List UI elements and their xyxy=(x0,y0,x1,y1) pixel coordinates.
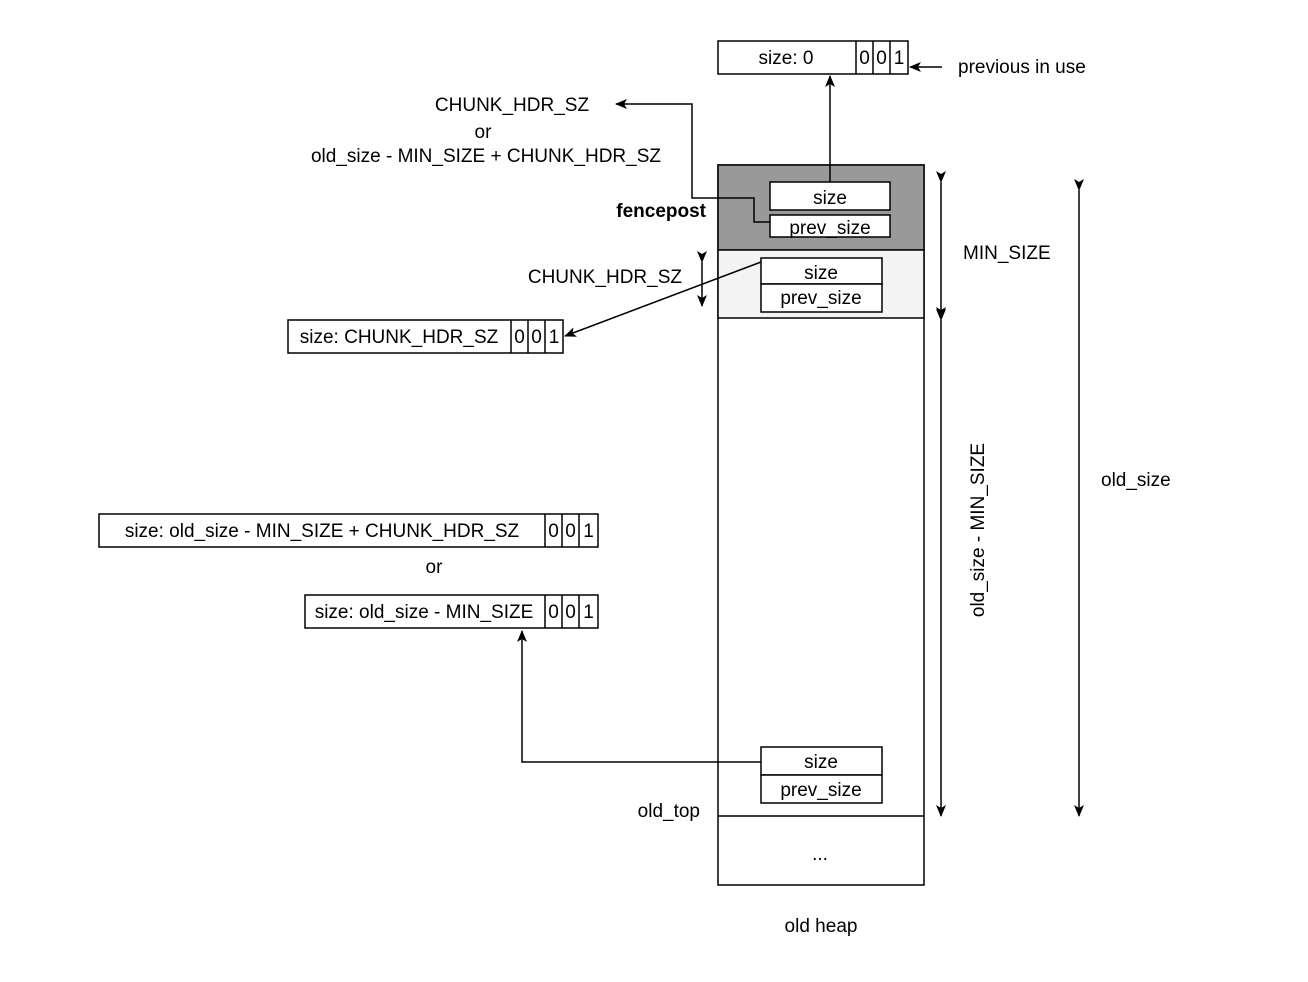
second-chunk-prev-size-text: prev_size xyxy=(780,288,861,309)
left-box-a-bit-1: 0 xyxy=(565,521,576,542)
hdr-size-box: size: CHUNK_HDR_SZ 0 0 1 xyxy=(287,319,564,354)
old-size-label: old_size xyxy=(1101,470,1171,491)
top-size-label: size: 0 xyxy=(759,48,814,69)
fencepost-label: fencepost xyxy=(616,201,706,222)
top-hdr-label-line1: CHUNK_HDR_SZ xyxy=(435,95,590,116)
hdr-bit-0: 0 xyxy=(514,327,525,348)
left-box-a-bit-0: 0 xyxy=(548,521,559,542)
left-box-b-bit-2: 1 xyxy=(583,602,594,623)
second-chunk-size-field xyxy=(760,257,883,285)
ellipsis-text: ... xyxy=(812,844,828,865)
min-size-label: MIN_SIZE xyxy=(963,243,1051,264)
fencepost-prev-size-field xyxy=(769,214,891,238)
top-bit-1: 0 xyxy=(876,48,887,69)
old-heap-label: old heap xyxy=(785,916,858,937)
top-bit-2: 1 xyxy=(894,48,905,69)
left-box-b-label: size: old_size - MIN_SIZE xyxy=(315,602,534,623)
top-bit-0: 0 xyxy=(859,48,870,69)
bottom-chunk-prev-size-text: prev_size xyxy=(780,780,861,801)
fencepost-size-text: size xyxy=(813,188,847,209)
fencepost-prev-size-text: prev_size xyxy=(789,218,870,239)
fencepost-size-field xyxy=(769,181,891,211)
old-size-minus-min-label: old_size - MIN_SIZE xyxy=(968,443,989,617)
bottom-chunk-size-field xyxy=(760,746,883,776)
left-box-b-bit-0: 0 xyxy=(548,602,559,623)
bottom-chunk-prev-size-field xyxy=(760,774,883,804)
top-hdr-label-line2: or xyxy=(475,122,493,143)
chunk-hdr-size-label: CHUNK_HDR_SZ xyxy=(528,267,683,288)
top-hdr-label-line3: old_size - MIN_SIZE + CHUNK_HDR_SZ xyxy=(311,146,661,167)
left-box-b-bit-1: 0 xyxy=(565,602,576,623)
left-box-a-bit-2: 1 xyxy=(583,521,594,542)
bottom-chunk-to-left-box-arrow xyxy=(517,630,761,763)
hdr-size-label: size: CHUNK_HDR_SZ xyxy=(300,327,499,348)
top-size-box: size: 0 0 0 1 xyxy=(717,40,909,75)
left-size-box-b: size: old_size - MIN_SIZE 0 0 1 xyxy=(304,594,599,629)
hdr-bit-2: 1 xyxy=(549,327,560,348)
hdr-bit-1: 0 xyxy=(531,327,542,348)
second-chunk-prev-size-field xyxy=(760,283,883,313)
second-chunk-size-text: size xyxy=(804,263,838,284)
old-top-label: old_top xyxy=(638,801,700,822)
second-chunk-to-hdr-arrow xyxy=(564,261,762,337)
left-box-a-label: size: old_size - MIN_SIZE + CHUNK_HDR_SZ xyxy=(125,521,520,542)
prev-size-to-label-connector xyxy=(615,99,770,223)
left-size-box-a: size: old_size - MIN_SIZE + CHUNK_HDR_SZ… xyxy=(98,513,599,548)
previous-in-use-label: previous in use xyxy=(958,57,1086,78)
bottom-chunk-size-text: size xyxy=(804,752,838,773)
or-label: or xyxy=(426,557,444,578)
